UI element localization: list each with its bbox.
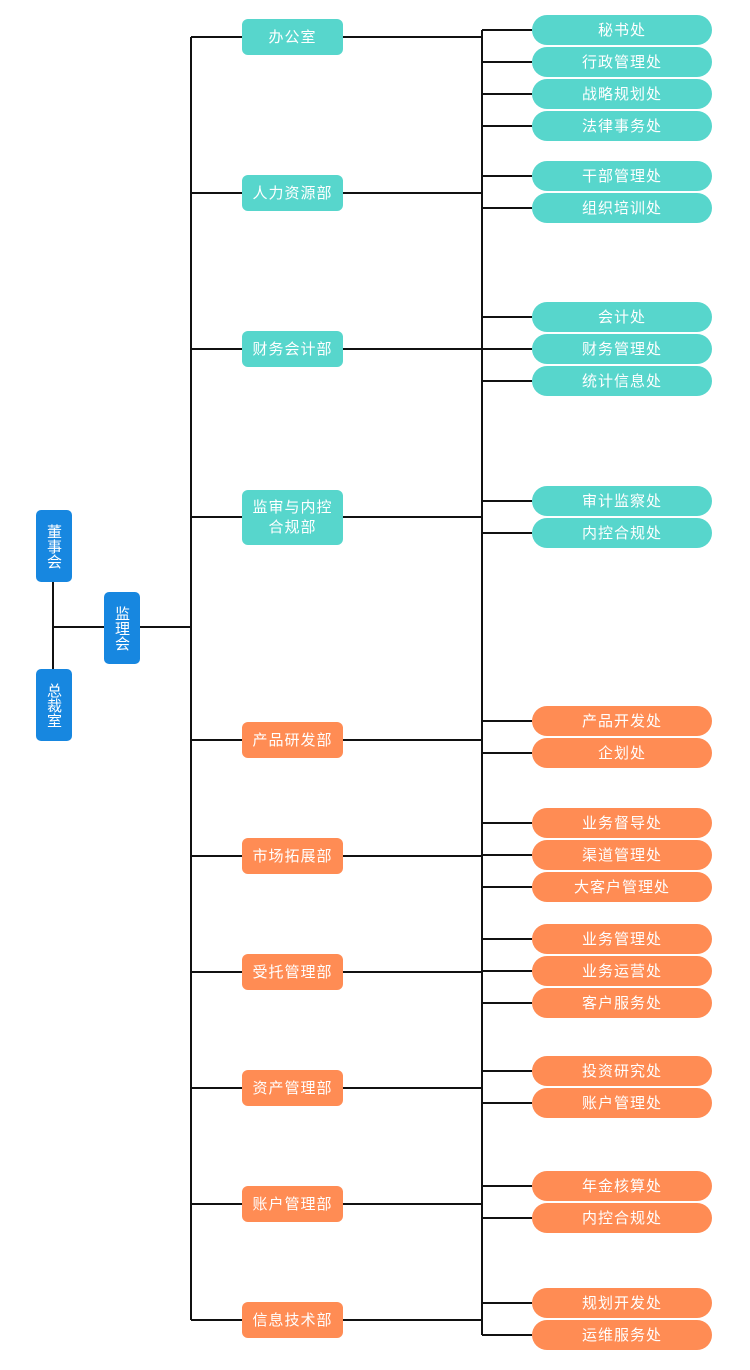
office-label: 规划开发处	[581, 1294, 662, 1312]
office-node[interactable]: 企划处	[532, 738, 712, 768]
office-node[interactable]: 大客户管理处	[532, 872, 712, 902]
department-label: 监审与内控合规部	[252, 498, 333, 536]
office-label: 内控合规处	[581, 524, 662, 542]
office-node[interactable]: 规划开发处	[532, 1288, 712, 1318]
office-label: 业务管理处	[581, 930, 662, 948]
office-label: 干部管理处	[581, 167, 662, 185]
office-label: 行政管理处	[581, 53, 662, 71]
top-node-president-office-label: 总裁室	[45, 682, 63, 728]
office-node[interactable]: 组织培训处	[532, 193, 712, 223]
department-node[interactable]: 办公室	[242, 19, 343, 55]
top-node-president-office[interactable]: 总裁室	[36, 669, 72, 741]
department-label: 财务会计部	[252, 340, 333, 358]
office-node[interactable]: 统计信息处	[532, 366, 712, 396]
department-label: 市场拓展部	[252, 847, 333, 865]
office-label: 产品开发处	[581, 712, 662, 730]
top-node-supervisory-board-label: 监理会	[113, 605, 131, 651]
office-node[interactable]: 内控合规处	[532, 518, 712, 548]
office-label: 投资研究处	[581, 1062, 662, 1080]
department-node[interactable]: 账户管理部	[242, 1186, 343, 1222]
office-node[interactable]: 内控合规处	[532, 1203, 712, 1233]
department-label: 受托管理部	[252, 963, 333, 981]
department-node[interactable]: 市场拓展部	[242, 838, 343, 874]
office-label: 审计监察处	[581, 492, 662, 510]
department-label: 人力资源部	[252, 184, 333, 202]
top-node-board[interactable]: 董事会	[36, 510, 72, 582]
office-label: 业务督导处	[581, 814, 662, 832]
office-node[interactable]: 渠道管理处	[532, 840, 712, 870]
office-label: 战略规划处	[581, 85, 662, 103]
department-node[interactable]: 资产管理部	[242, 1070, 343, 1106]
office-node[interactable]: 战略规划处	[532, 79, 712, 109]
office-label: 大客户管理处	[573, 878, 670, 896]
department-label: 信息技术部	[252, 1311, 333, 1329]
office-node[interactable]: 秘书处	[532, 15, 712, 45]
department-node[interactable]: 产品研发部	[242, 722, 343, 758]
office-node[interactable]: 投资研究处	[532, 1056, 712, 1086]
office-node[interactable]: 法律事务处	[532, 111, 712, 141]
office-label: 组织培训处	[581, 199, 662, 217]
office-node[interactable]: 业务督导处	[532, 808, 712, 838]
office-node[interactable]: 运维服务处	[532, 1320, 712, 1350]
office-label: 内控合规处	[581, 1209, 662, 1227]
office-label: 运维服务处	[581, 1326, 662, 1344]
department-label: 产品研发部	[252, 731, 333, 749]
top-node-board-label: 董事会	[45, 523, 63, 569]
office-label: 统计信息处	[581, 372, 662, 390]
department-label: 资产管理部	[252, 1079, 333, 1097]
office-node[interactable]: 干部管理处	[532, 161, 712, 191]
office-label: 年金核算处	[581, 1177, 662, 1195]
office-label: 账户管理处	[581, 1094, 662, 1112]
department-node[interactable]: 财务会计部	[242, 331, 343, 367]
top-node-supervisory-board[interactable]: 监理会	[104, 592, 140, 664]
office-node[interactable]: 审计监察处	[532, 486, 712, 516]
office-node[interactable]: 客户服务处	[532, 988, 712, 1018]
office-node[interactable]: 账户管理处	[532, 1088, 712, 1118]
office-node[interactable]: 业务管理处	[532, 924, 712, 954]
office-node[interactable]: 产品开发处	[532, 706, 712, 736]
office-label: 会计处	[597, 308, 646, 326]
office-label: 秘书处	[597, 21, 646, 39]
office-label: 法律事务处	[581, 117, 662, 135]
office-node[interactable]: 会计处	[532, 302, 712, 332]
office-node[interactable]: 年金核算处	[532, 1171, 712, 1201]
office-node[interactable]: 行政管理处	[532, 47, 712, 77]
office-node[interactable]: 业务运营处	[532, 956, 712, 986]
department-node[interactable]: 监审与内控合规部	[242, 489, 343, 545]
department-node[interactable]: 信息技术部	[242, 1302, 343, 1338]
office-label: 财务管理处	[581, 340, 662, 358]
department-label: 账户管理部	[252, 1195, 333, 1213]
office-node[interactable]: 财务管理处	[532, 334, 712, 364]
office-label: 业务运营处	[581, 962, 662, 980]
department-node[interactable]: 人力资源部	[242, 175, 343, 211]
office-label: 客户服务处	[581, 994, 662, 1012]
office-label: 渠道管理处	[581, 846, 662, 864]
office-label: 企划处	[597, 744, 646, 762]
department-node[interactable]: 受托管理部	[242, 954, 343, 990]
department-label: 办公室	[268, 28, 317, 46]
